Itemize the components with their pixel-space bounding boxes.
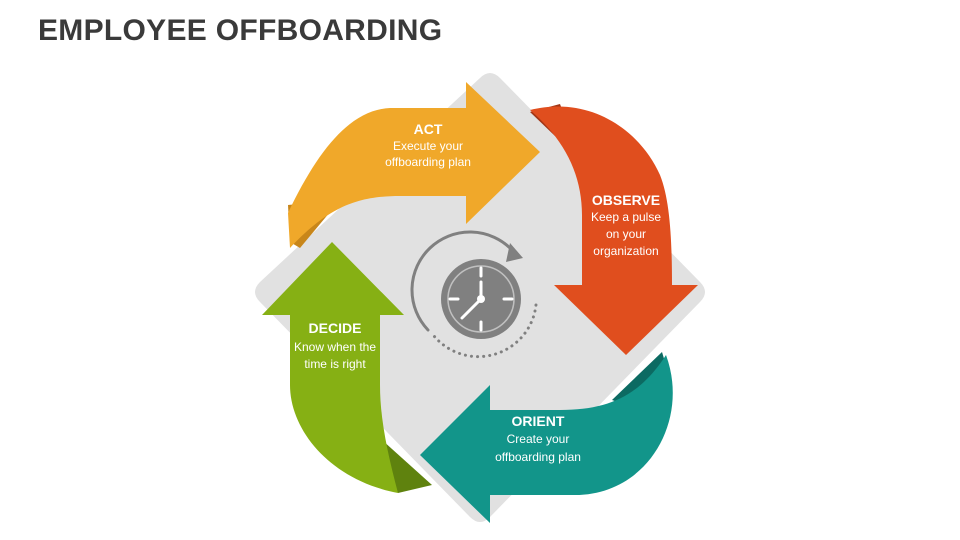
step-orient-desc-line-2: offboarding plan [495,450,581,464]
step-decide-arrow [262,242,404,493]
step-act-desc-line-1: Execute your [393,139,463,153]
step-observe-desc-line-1: Keep a pulse [591,210,661,224]
step-orient: ORIENT Create your offboarding plan [420,352,673,523]
step-orient-arrow [420,355,673,523]
step-decide-desc-line-2: time is right [304,357,366,371]
step-decide: DECIDE Know when the time is right [262,242,432,493]
step-observe-arrow [530,106,698,355]
step-decide-title: DECIDE [309,320,362,336]
step-act-title: ACT [414,121,443,137]
clock-inner-ring [447,265,515,333]
step-act-arrow [288,82,540,248]
clock-hand-minute [460,297,483,320]
cycle-arc-solid [410,230,514,332]
step-decide-desc-line-1: Know when the [294,340,376,354]
cycle-arrowhead [506,243,523,262]
step-observe: OBSERVE Keep a pulse on your organizatio… [530,104,698,355]
clock-cycle-icon [410,230,538,359]
cycle-arc-dotted [432,303,538,359]
clock-center-pin [477,295,485,303]
step-observe-desc-line-2: on your [606,227,646,241]
step-act-desc-line-2: offboarding plan [385,155,471,169]
step-observe-desc-line-3: organization [593,244,658,258]
step-orient-title: ORIENT [512,413,565,429]
step-observe-title: OBSERVE [592,192,660,208]
page-title: EMPLOYEE OFFBOARDING [38,14,443,47]
step-act: ACT Execute your offboarding plan [288,82,540,248]
step-orient-desc-line-1: Create your [507,432,570,446]
